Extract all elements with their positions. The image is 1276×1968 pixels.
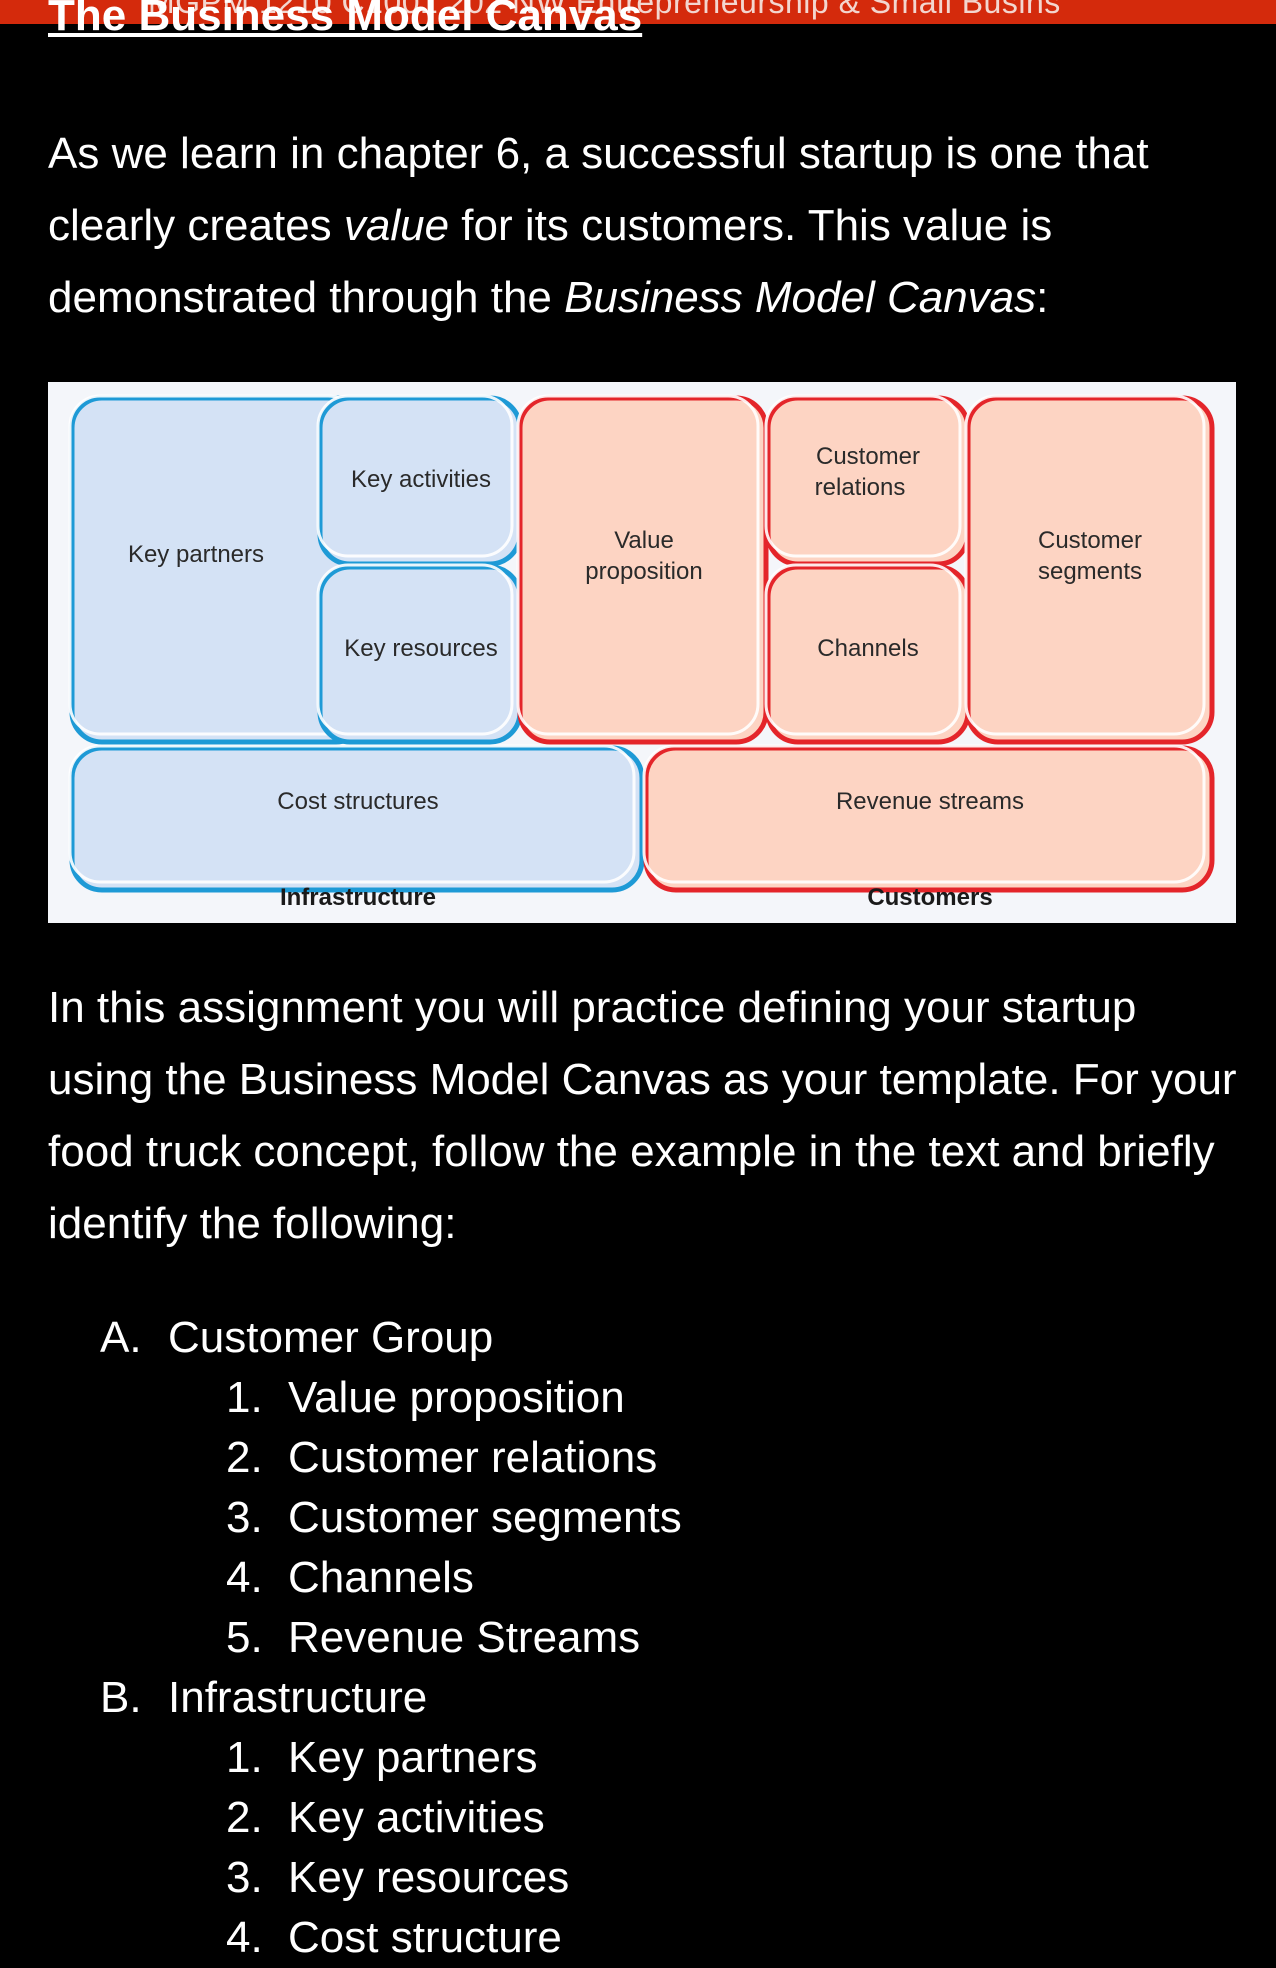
key-resources-label: Key resources [344, 635, 497, 662]
value-proposition-box-highlight [516, 394, 760, 736]
canvas-emphasis: Business Model Canvas [564, 273, 1037, 322]
assignment-outline: A. Customer Group 1.Value proposition 2.… [48, 1308, 1238, 1968]
outline-marker: A. [100, 1313, 142, 1362]
list-item: 1.Value proposition [226, 1373, 625, 1422]
course-header-text: MGPM 1210 C1001 202 NW Entrepreneurship … [148, 0, 1061, 20]
list-item: 2.Key activities [226, 1793, 545, 1842]
key-resources-box-highlight [316, 563, 514, 736]
value-proposition-box [517, 395, 769, 745]
value-proposition-label-line1: Value [614, 527, 674, 554]
customer-segments-box [965, 395, 1215, 745]
infrastructure-sublist: 1.Key partners 2.Key activities 3.Key re… [48, 1728, 1238, 1968]
value-emphasis: value [343, 201, 450, 250]
customers-group-label: Customers [867, 884, 992, 911]
intro-paragraph: As we learn in chapter 6, a successful s… [48, 129, 1149, 322]
list-item: 4.Cost structure [226, 1913, 562, 1962]
outline-marker: B. [100, 1673, 142, 1722]
revenue-streams-box-highlight [642, 744, 1206, 884]
list-item: 3.Key resources [226, 1853, 570, 1902]
business-model-canvas-figure: Key partners Key activities Key resource… [48, 382, 1236, 923]
list-item: 1.Key partners [226, 1733, 538, 1782]
assignment-paragraph: In this assignment you will practice def… [48, 983, 1237, 1248]
cost-structures-box [69, 745, 645, 893]
revenue-streams-label: Revenue streams [836, 788, 1024, 815]
customer-segments-box-highlight [964, 394, 1206, 736]
course-header-bar: MGPM 1210 C1001 202 NW Entrepreneurship … [0, 0, 1276, 24]
list-item: 5.Revenue Streams [226, 1613, 641, 1662]
customer-relations-label-line1: Customer [816, 443, 920, 470]
customer-segments-label-line1: Customer [1038, 527, 1142, 554]
channels-label: Channels [817, 635, 918, 662]
infrastructure-group-label: Infrastructure [280, 884, 436, 911]
outline-item-customer-group: A. Customer Group [48, 1308, 1238, 1368]
business-model-canvas-diagram: Key partners Key activities Key resource… [68, 394, 1215, 911]
page-title: The Business Model Canvas [48, 0, 643, 40]
customer-segments-label-line2: segments [1038, 558, 1142, 585]
customer-relations-label-line2: relations [815, 474, 906, 501]
key-activities-label: Key activities [351, 466, 491, 493]
revenue-streams-box [643, 745, 1215, 893]
cost-structures-box-highlight [68, 744, 636, 884]
key-activities-box-highlight [316, 394, 514, 558]
key-partners-label: Key partners [128, 541, 264, 568]
list-item: 2.Customer relations [226, 1433, 658, 1482]
customer-relations-box-highlight [764, 394, 962, 558]
channels-box-highlight [764, 563, 962, 736]
list-item: 4.Channels [226, 1553, 474, 1602]
outline-item-infrastructure: B. Infrastructure [48, 1668, 1238, 1728]
value-proposition-label-line2: proposition [585, 558, 702, 585]
outline-label: Customer Group [168, 1313, 494, 1362]
list-item: 3.Customer segments [226, 1493, 682, 1542]
customer-group-sublist: 1.Value proposition 2.Customer relations… [48, 1368, 1238, 1668]
outline-label: Infrastructure [168, 1673, 428, 1722]
cost-structures-label: Cost structures [277, 788, 438, 815]
